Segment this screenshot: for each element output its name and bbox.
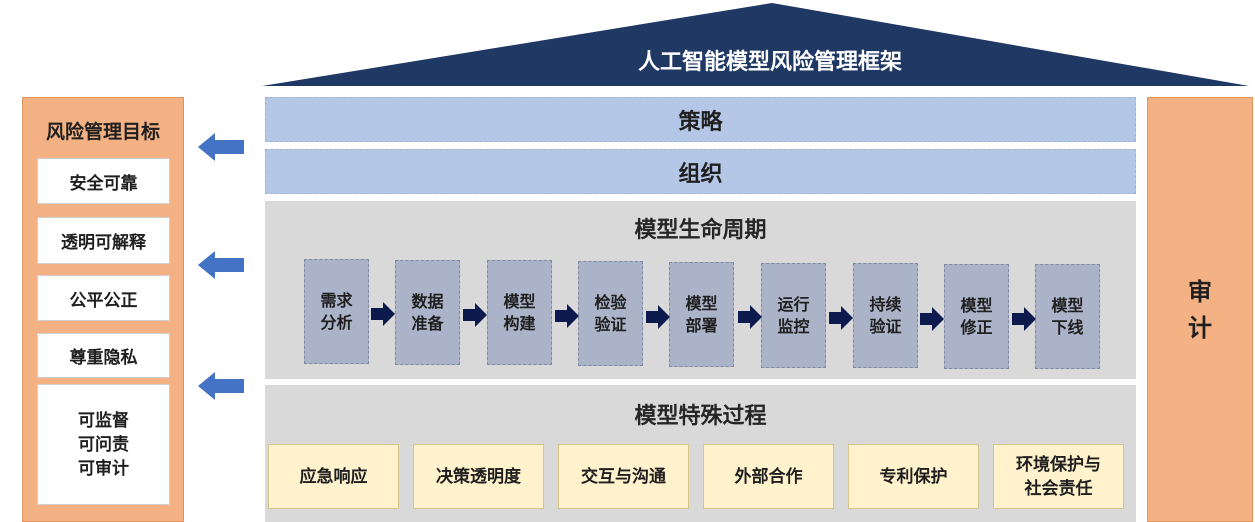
stage-label-line: 验证 [869, 316, 902, 336]
process-label-line: 环境保护与 [1016, 454, 1101, 475]
stage-label-line: 检验 [594, 292, 627, 312]
process-interaction-communication: 交互与沟通 [558, 444, 689, 509]
stage-label-line: 需求 [320, 290, 353, 310]
stage-label-line: 修正 [960, 317, 993, 337]
stage-label-line: 模型 [1051, 295, 1084, 315]
chevron-right-icon [738, 305, 762, 329]
chevron-right-icon [555, 304, 579, 328]
process-decision-transparency: 决策透明度 [413, 444, 544, 509]
chevron-right-icon [829, 306, 853, 330]
lifecycle-title: 模型生命周期 [634, 218, 767, 243]
stage-label-line: 持续 [869, 294, 902, 314]
special-processes-panel [265, 385, 1136, 522]
stage-model-correction: 模型 修正 [944, 264, 1009, 369]
goal-accountability: 可监督 可问责 可审计 [37, 384, 170, 505]
stage-label-line: 模型 [685, 293, 718, 313]
stage-label-line: 监控 [777, 316, 810, 336]
process-label-line: 社会责任 [1024, 478, 1093, 499]
audit-label-line: 审 [1188, 277, 1212, 306]
stage-model-building: 模型 构建 [487, 260, 552, 365]
arrow-left-icon [198, 251, 244, 279]
strategy-band: 策略 [265, 97, 1136, 142]
goal-auditable: 可审计 [78, 458, 129, 479]
special-processes-title: 模型特殊过程 [634, 404, 767, 429]
chevron-right-icon [920, 307, 944, 331]
stage-verification: 检验 验证 [578, 261, 643, 366]
process-environment-social-responsibility: 环境保护与 社会责任 [993, 444, 1124, 509]
organization-band: 组织 [265, 149, 1136, 194]
goal-accountable: 可问责 [78, 434, 129, 455]
arrow-left-icon [198, 133, 244, 161]
stage-model-retirement: 模型 下线 [1035, 264, 1100, 369]
stage-label-line: 构建 [503, 313, 536, 333]
roof-triangle [262, 3, 1249, 86]
chevron-right-icon [463, 303, 487, 327]
stage-model-deployment: 模型 部署 [669, 262, 734, 367]
audit-panel: 审 计 [1147, 97, 1253, 522]
stage-run-monitoring: 运行 监控 [761, 263, 826, 368]
goal-safe-reliable: 安全可靠 [37, 158, 170, 204]
goals-title: 风险管理目标 [45, 120, 160, 143]
stage-label-line: 模型 [503, 291, 536, 311]
stage-label-line: 验证 [594, 314, 627, 334]
goal-respect-privacy: 尊重隐私 [37, 333, 170, 378]
stage-requirement-analysis: 需求 分析 [304, 259, 369, 364]
stage-label-line: 运行 [777, 294, 810, 314]
stage-label-line: 分析 [320, 312, 353, 332]
goal-supervisable: 可监督 [78, 410, 129, 431]
stage-label-line: 准备 [411, 313, 444, 333]
process-external-cooperation: 外部合作 [703, 444, 834, 509]
chevron-right-icon [371, 302, 395, 326]
stage-data-preparation: 数据 准备 [395, 260, 460, 365]
process-patent-protection: 专利保护 [848, 444, 979, 509]
arrow-left-icon [198, 372, 244, 400]
stage-label-line: 模型 [960, 295, 993, 315]
goal-fair-just: 公平公正 [37, 275, 170, 321]
chevron-right-icon [1012, 307, 1036, 331]
goal-transparent-explainable: 透明可解释 [37, 217, 170, 264]
process-emergency-response: 应急响应 [268, 444, 399, 509]
audit-label-line: 计 [1188, 313, 1212, 342]
framework-title: 人工智能模型风险管理框架 [637, 50, 902, 75]
stage-continuous-verification: 持续 验证 [853, 263, 918, 368]
stage-label-line: 下线 [1051, 317, 1084, 337]
roof-banner [262, 3, 1249, 86]
stage-label-line: 部署 [685, 315, 718, 335]
stage-label-line: 数据 [411, 291, 444, 311]
chevron-right-icon [646, 305, 670, 329]
